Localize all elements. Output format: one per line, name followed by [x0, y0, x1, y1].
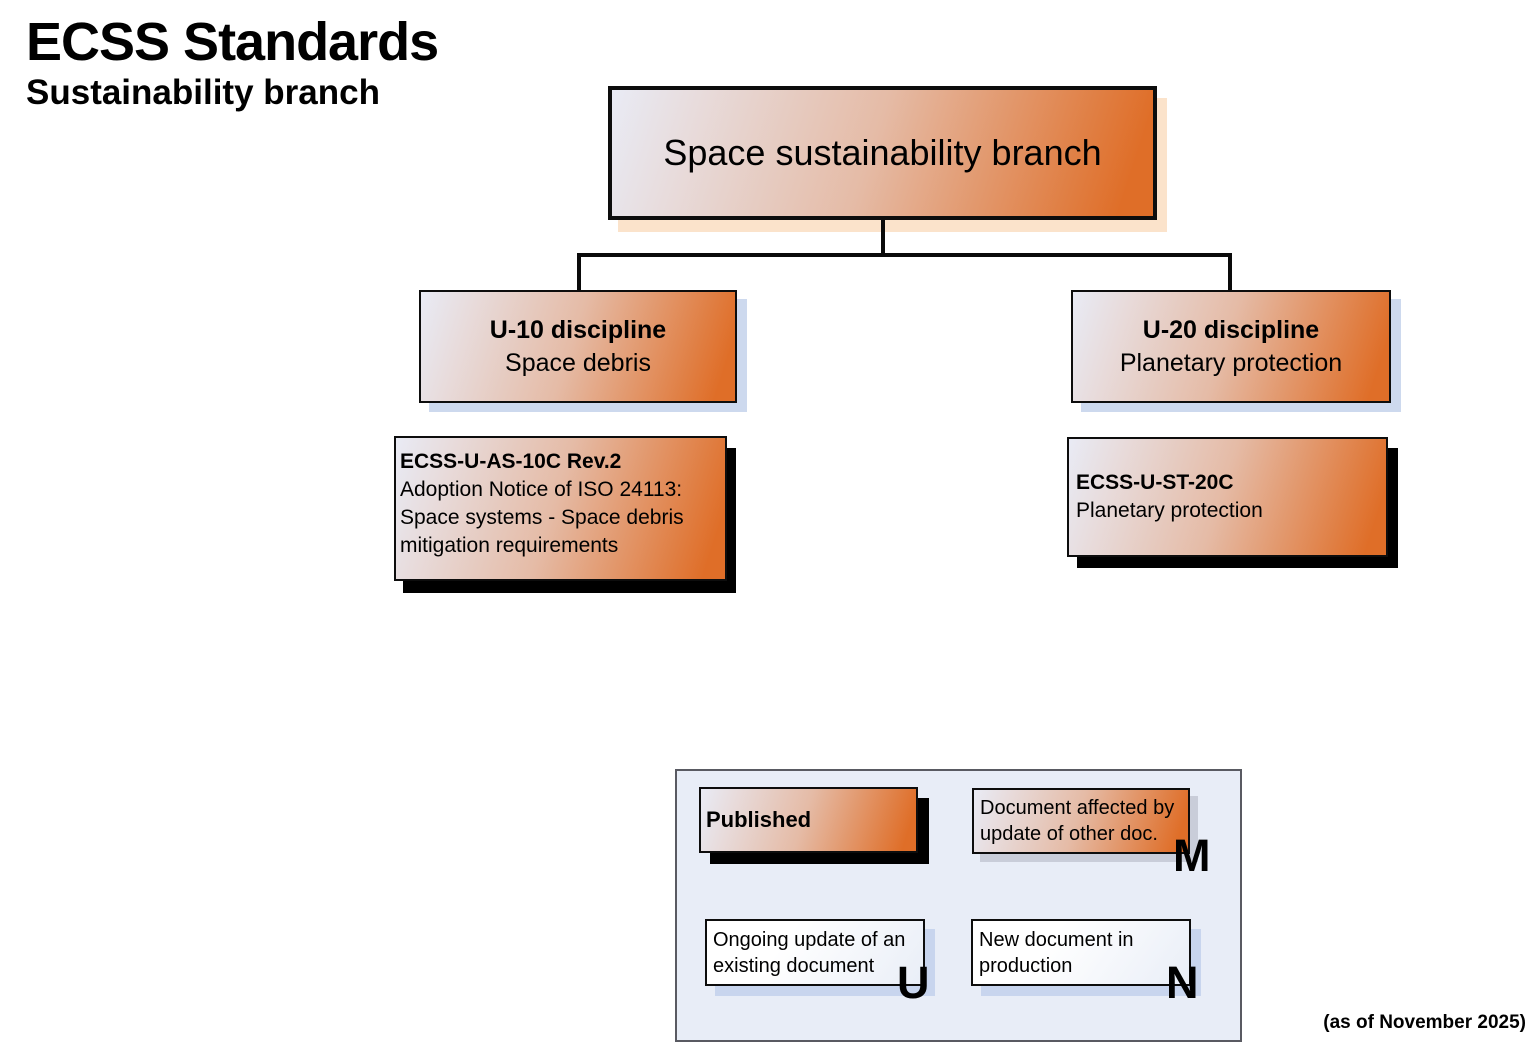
legend-label-line: update of other doc. — [980, 823, 1158, 845]
page-title: ECSS Standards — [26, 12, 439, 72]
document-line: mitigation requirements — [400, 534, 619, 557]
legend-marker-n: N — [1166, 957, 1199, 1008]
footnote-date: (as of November 2025) — [1323, 1012, 1526, 1033]
legend-item-affected: Document affected by update of other doc… — [972, 788, 1190, 854]
connector-u20-vertical — [1228, 253, 1232, 290]
document-line: Planetary protection — [1076, 499, 1263, 522]
u20-title: U-20 discipline — [1142, 315, 1320, 344]
u20-subtitle: Planetary protection — [1119, 348, 1343, 377]
page-subtitle: Sustainability branch — [26, 73, 380, 112]
u10-subtitle: Space debris — [505, 348, 651, 377]
node-document-ecss-u-st-20c: ECSS-U-ST-20C Planetary protection — [1067, 437, 1388, 557]
legend-label-line: Document affected by — [980, 797, 1175, 819]
node-document-ecss-u-as-10c: ECSS-U-AS-10C Rev.2 Adoption Notice of I… — [394, 436, 727, 581]
legend-label-line: production — [979, 954, 1073, 977]
document-line: Adoption Notice of ISO 24113: — [400, 478, 683, 501]
legend-label: Published — [706, 807, 812, 832]
legend-label-line: Ongoing update of an — [713, 928, 906, 951]
document-line: Space systems - Space debris — [400, 506, 684, 529]
connector-root-vertical — [881, 220, 885, 255]
root-node-label: Space sustainability branch — [663, 132, 1102, 173]
connector-u10-vertical — [577, 253, 581, 290]
legend-label-line: New document in — [979, 928, 1134, 951]
legend-marker-m: M — [1173, 830, 1211, 881]
connector-horizontal-bar — [577, 253, 1232, 257]
document-code: ECSS-U-AS-10C Rev.2 — [400, 450, 622, 473]
node-u20-discipline: U-20 discipline Planetary protection — [1071, 290, 1391, 403]
legend-item-new-document: New document in production — [971, 919, 1191, 986]
document-code: ECSS-U-ST-20C — [1076, 471, 1234, 494]
legend-marker-u: U — [897, 957, 930, 1008]
root-node-space-sustainability-branch: Space sustainability branch — [608, 86, 1157, 220]
legend-item-published: Published — [699, 787, 918, 853]
u10-title: U-10 discipline — [489, 315, 667, 344]
legend-label-line: existing document — [713, 954, 875, 977]
legend-item-ongoing-update: Ongoing update of an existing document — [705, 919, 925, 986]
node-u10-discipline: U-10 discipline Space debris — [419, 290, 737, 403]
